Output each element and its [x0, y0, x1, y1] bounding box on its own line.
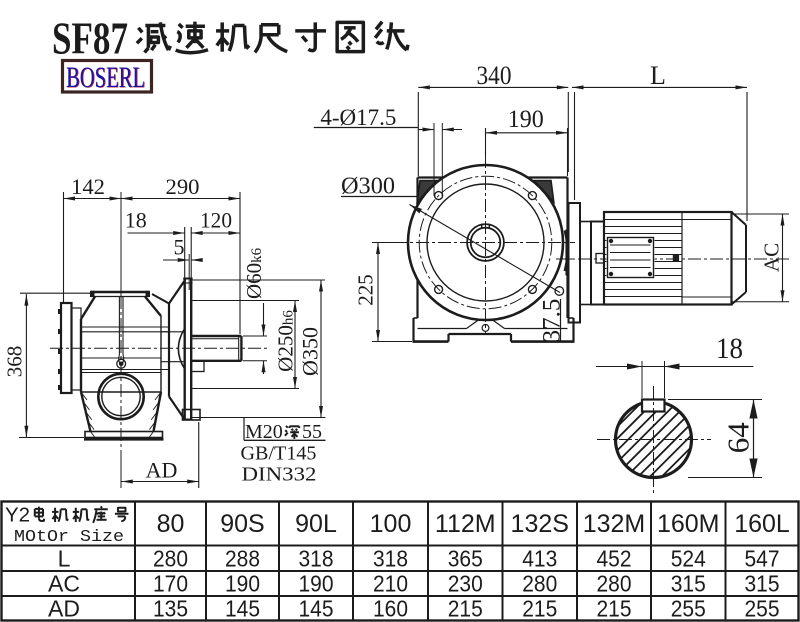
- svg-text:AD: AD: [146, 458, 178, 483]
- svg-text:315: 315: [671, 571, 706, 597]
- svg-text:GB/T145: GB/T145: [241, 443, 317, 465]
- svg-text:170: 170: [153, 571, 188, 597]
- svg-text:145: 145: [225, 596, 260, 622]
- svg-text:AD: AD: [48, 596, 80, 622]
- svg-text:132S: 132S: [511, 510, 569, 538]
- svg-text:280: 280: [522, 571, 557, 597]
- svg-text:160: 160: [373, 596, 408, 622]
- svg-text:318: 318: [299, 546, 334, 572]
- svg-text:37.5: 37.5: [539, 299, 566, 343]
- svg-text:Ø300: Ø300: [341, 174, 395, 200]
- svg-text:160L: 160L: [734, 510, 790, 538]
- svg-text:290: 290: [166, 174, 200, 199]
- svg-text:190: 190: [225, 571, 260, 597]
- svg-text:132M: 132M: [583, 510, 646, 538]
- svg-text:100: 100: [370, 510, 412, 538]
- svg-text:L: L: [650, 61, 666, 90]
- svg-text:145: 145: [299, 596, 334, 622]
- svg-text:142: 142: [71, 174, 105, 199]
- svg-text:BOSERL: BOSERL: [66, 61, 145, 94]
- svg-text:315: 315: [745, 571, 780, 597]
- svg-text:120: 120: [200, 208, 232, 233]
- svg-text:368: 368: [3, 346, 27, 378]
- svg-text:547: 547: [745, 546, 780, 572]
- svg-text:18: 18: [716, 332, 743, 365]
- svg-text:5: 5: [174, 235, 185, 260]
- svg-text:413: 413: [522, 546, 557, 572]
- svg-text:452: 452: [597, 546, 632, 572]
- svg-text:18: 18: [125, 208, 147, 233]
- svg-text:215: 215: [597, 596, 632, 622]
- svg-text:255: 255: [745, 596, 780, 622]
- svg-text:215: 215: [522, 596, 557, 622]
- svg-text:Ø350: Ø350: [298, 327, 323, 376]
- svg-text:L: L: [58, 546, 71, 572]
- svg-text:AC: AC: [760, 243, 784, 272]
- svg-text:225: 225: [354, 274, 378, 306]
- svg-text:280: 280: [153, 546, 188, 572]
- svg-text:288: 288: [225, 546, 260, 572]
- svg-text:BOSERL: BOSERL: [67, 62, 146, 95]
- svg-text:280: 280: [597, 571, 632, 597]
- svg-text:AC: AC: [48, 571, 80, 597]
- svg-text:135: 135: [153, 596, 188, 622]
- svg-text:524: 524: [671, 546, 706, 572]
- svg-text:190: 190: [508, 106, 544, 133]
- svg-text:SF87: SF87: [52, 13, 128, 64]
- svg-text:MOtOr Size: MOtOr Size: [14, 528, 124, 547]
- svg-text:90L: 90L: [295, 510, 337, 538]
- svg-text:230: 230: [448, 571, 483, 597]
- svg-text:M20: M20: [245, 421, 283, 443]
- svg-text:318: 318: [373, 546, 408, 572]
- svg-text:DIN332: DIN332: [242, 464, 317, 486]
- svg-text:190: 190: [299, 571, 334, 597]
- svg-text:340: 340: [477, 61, 512, 90]
- svg-text:Y2: Y2: [5, 504, 30, 527]
- svg-text:4-Ø17.5: 4-Ø17.5: [320, 105, 396, 130]
- svg-text:255: 255: [671, 596, 706, 622]
- svg-text:215: 215: [448, 596, 483, 622]
- svg-text:365: 365: [448, 546, 483, 572]
- svg-text:55: 55: [302, 421, 322, 443]
- svg-text:90S: 90S: [220, 510, 264, 538]
- svg-text:210: 210: [373, 571, 408, 597]
- svg-text:64: 64: [721, 422, 756, 454]
- svg-text:80: 80: [157, 510, 185, 538]
- svg-text:112M: 112M: [435, 510, 496, 538]
- svg-text:160M: 160M: [657, 510, 720, 538]
